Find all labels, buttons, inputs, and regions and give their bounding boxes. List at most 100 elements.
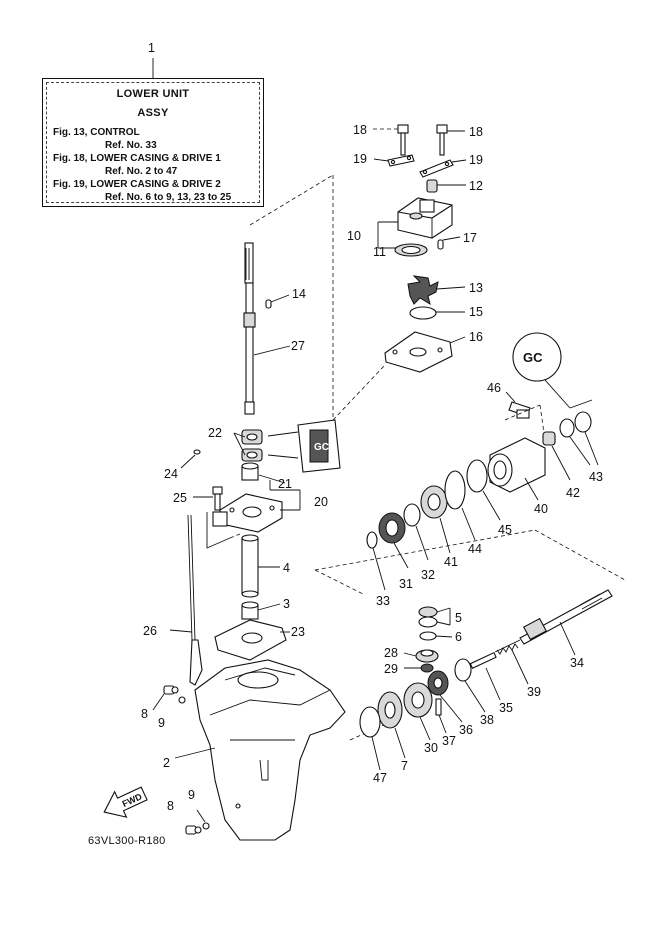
bushing-42 [542,431,556,446]
bolt-18-right [436,124,448,156]
shift-rod [187,514,203,686]
screw-8-top [163,685,179,695]
pump-housing [397,197,453,239]
callout-14: 14 [292,287,306,301]
callout-41: 41 [444,555,458,569]
clip-14 [265,299,272,309]
callout-25: 25 [173,491,187,505]
callout-1: 1 [148,41,155,55]
ref-line-6: Ref. No. 6 to 9, 13, 23 to 25 [105,192,232,203]
callout-8a: 8 [141,707,148,721]
gasket-23 [214,619,287,661]
callout-19a: 19 [353,152,367,166]
callout-35: 35 [499,701,513,715]
o-ring-45 [466,459,488,493]
ref-box-title: LOWER UNIT [116,88,190,100]
callout-47: 47 [373,771,387,785]
callout-9a: 9 [158,716,165,730]
outer-plate [384,331,453,373]
bearing-7 [377,691,403,729]
screw-8-bottom [185,825,202,835]
callout-45: 45 [498,523,512,537]
spring-39 [494,639,521,655]
callout-34: 34 [570,656,584,670]
callout-3: 3 [283,597,290,611]
forward-gear [403,682,433,718]
water-tube [241,534,259,598]
bearing-22 [241,429,263,462]
dog-clutch-36 [427,670,449,696]
bolt-18-left [397,124,409,156]
callout-7: 7 [401,759,408,773]
assembly-reference-box: LOWER UNIT ASSY Fig. 13, CONTROL Ref. No… [42,78,264,207]
callout-44: 44 [468,542,482,556]
svg-text:GC: GC [314,442,329,453]
pin-17 [437,239,444,250]
grease-gc-symbol: GC [297,419,341,473]
callout-2: 2 [163,756,170,770]
gasket-19-left [387,154,415,167]
ref-line-2: Ref. No. 33 [105,140,157,151]
callout-6: 6 [455,630,462,644]
bushing-21 [241,462,259,481]
callout-10: 10 [347,229,361,243]
bearing-41 [420,485,448,519]
callout-17: 17 [463,231,477,245]
drive-shaft-housing [219,493,283,533]
callout-28: 28 [384,646,398,660]
callout-8b: 8 [167,799,174,813]
gasket-19-right [419,159,454,178]
reference-box-border [46,82,260,203]
forward-arrow: FWD [103,786,148,818]
bolt-25 [212,486,223,511]
callout-5: 5 [455,611,462,625]
shim-32 [403,503,421,527]
propeller-shaft-housing [487,437,546,493]
pinion-gear [378,512,406,544]
callout-42: 42 [566,486,580,500]
gear-28 [415,649,439,663]
oil-seals-43 [559,411,592,438]
o-ring-44 [444,470,466,510]
svg-text:GC: GC [523,350,543,365]
drive-shaft [243,242,256,415]
grommet-3 [241,601,259,620]
ring-47 [359,706,381,738]
nut-29 [420,663,434,673]
callout-36: 36 [459,723,473,737]
ref-line-5: Fig. 19, LOWER CASING & DRIVE 2 [53,179,221,190]
callout-15: 15 [469,305,483,319]
callout-39: 39 [527,685,541,699]
dog-clutch-5 [418,606,438,628]
callout-30: 30 [424,741,438,755]
callout-12: 12 [469,179,483,193]
callout-37: 37 [442,734,456,748]
ref-line-3: Fig. 18, LOWER CASING & DRIVE 1 [53,153,221,164]
lower-casing [194,659,346,841]
callout-33: 33 [376,594,390,608]
callout-22: 22 [208,426,222,440]
callout-13: 13 [469,281,483,295]
callout-4: 4 [283,561,290,575]
callout-18b: 18 [469,125,483,139]
ref-line-4: Ref. No. 2 to 47 [105,166,178,177]
callout-16: 16 [469,330,483,344]
callout-32: 32 [421,568,435,582]
grommet-12 [426,179,438,193]
gasket-9-bottom [202,822,210,830]
propeller-shaft [519,589,613,645]
callout-11: 11 [373,245,386,259]
ring-38 [454,658,472,682]
callout-46: 46 [487,381,501,395]
callout-19b: 19 [469,153,483,167]
o-ring-15 [409,306,437,320]
plunger-35 [469,651,497,669]
impeller [407,275,439,306]
callout-40: 40 [534,502,548,516]
clip-24 [193,449,201,455]
callout-29: 29 [384,662,398,676]
callout-38: 38 [480,713,494,727]
callout-9b: 9 [188,788,195,802]
callout-21: 21 [278,477,292,491]
